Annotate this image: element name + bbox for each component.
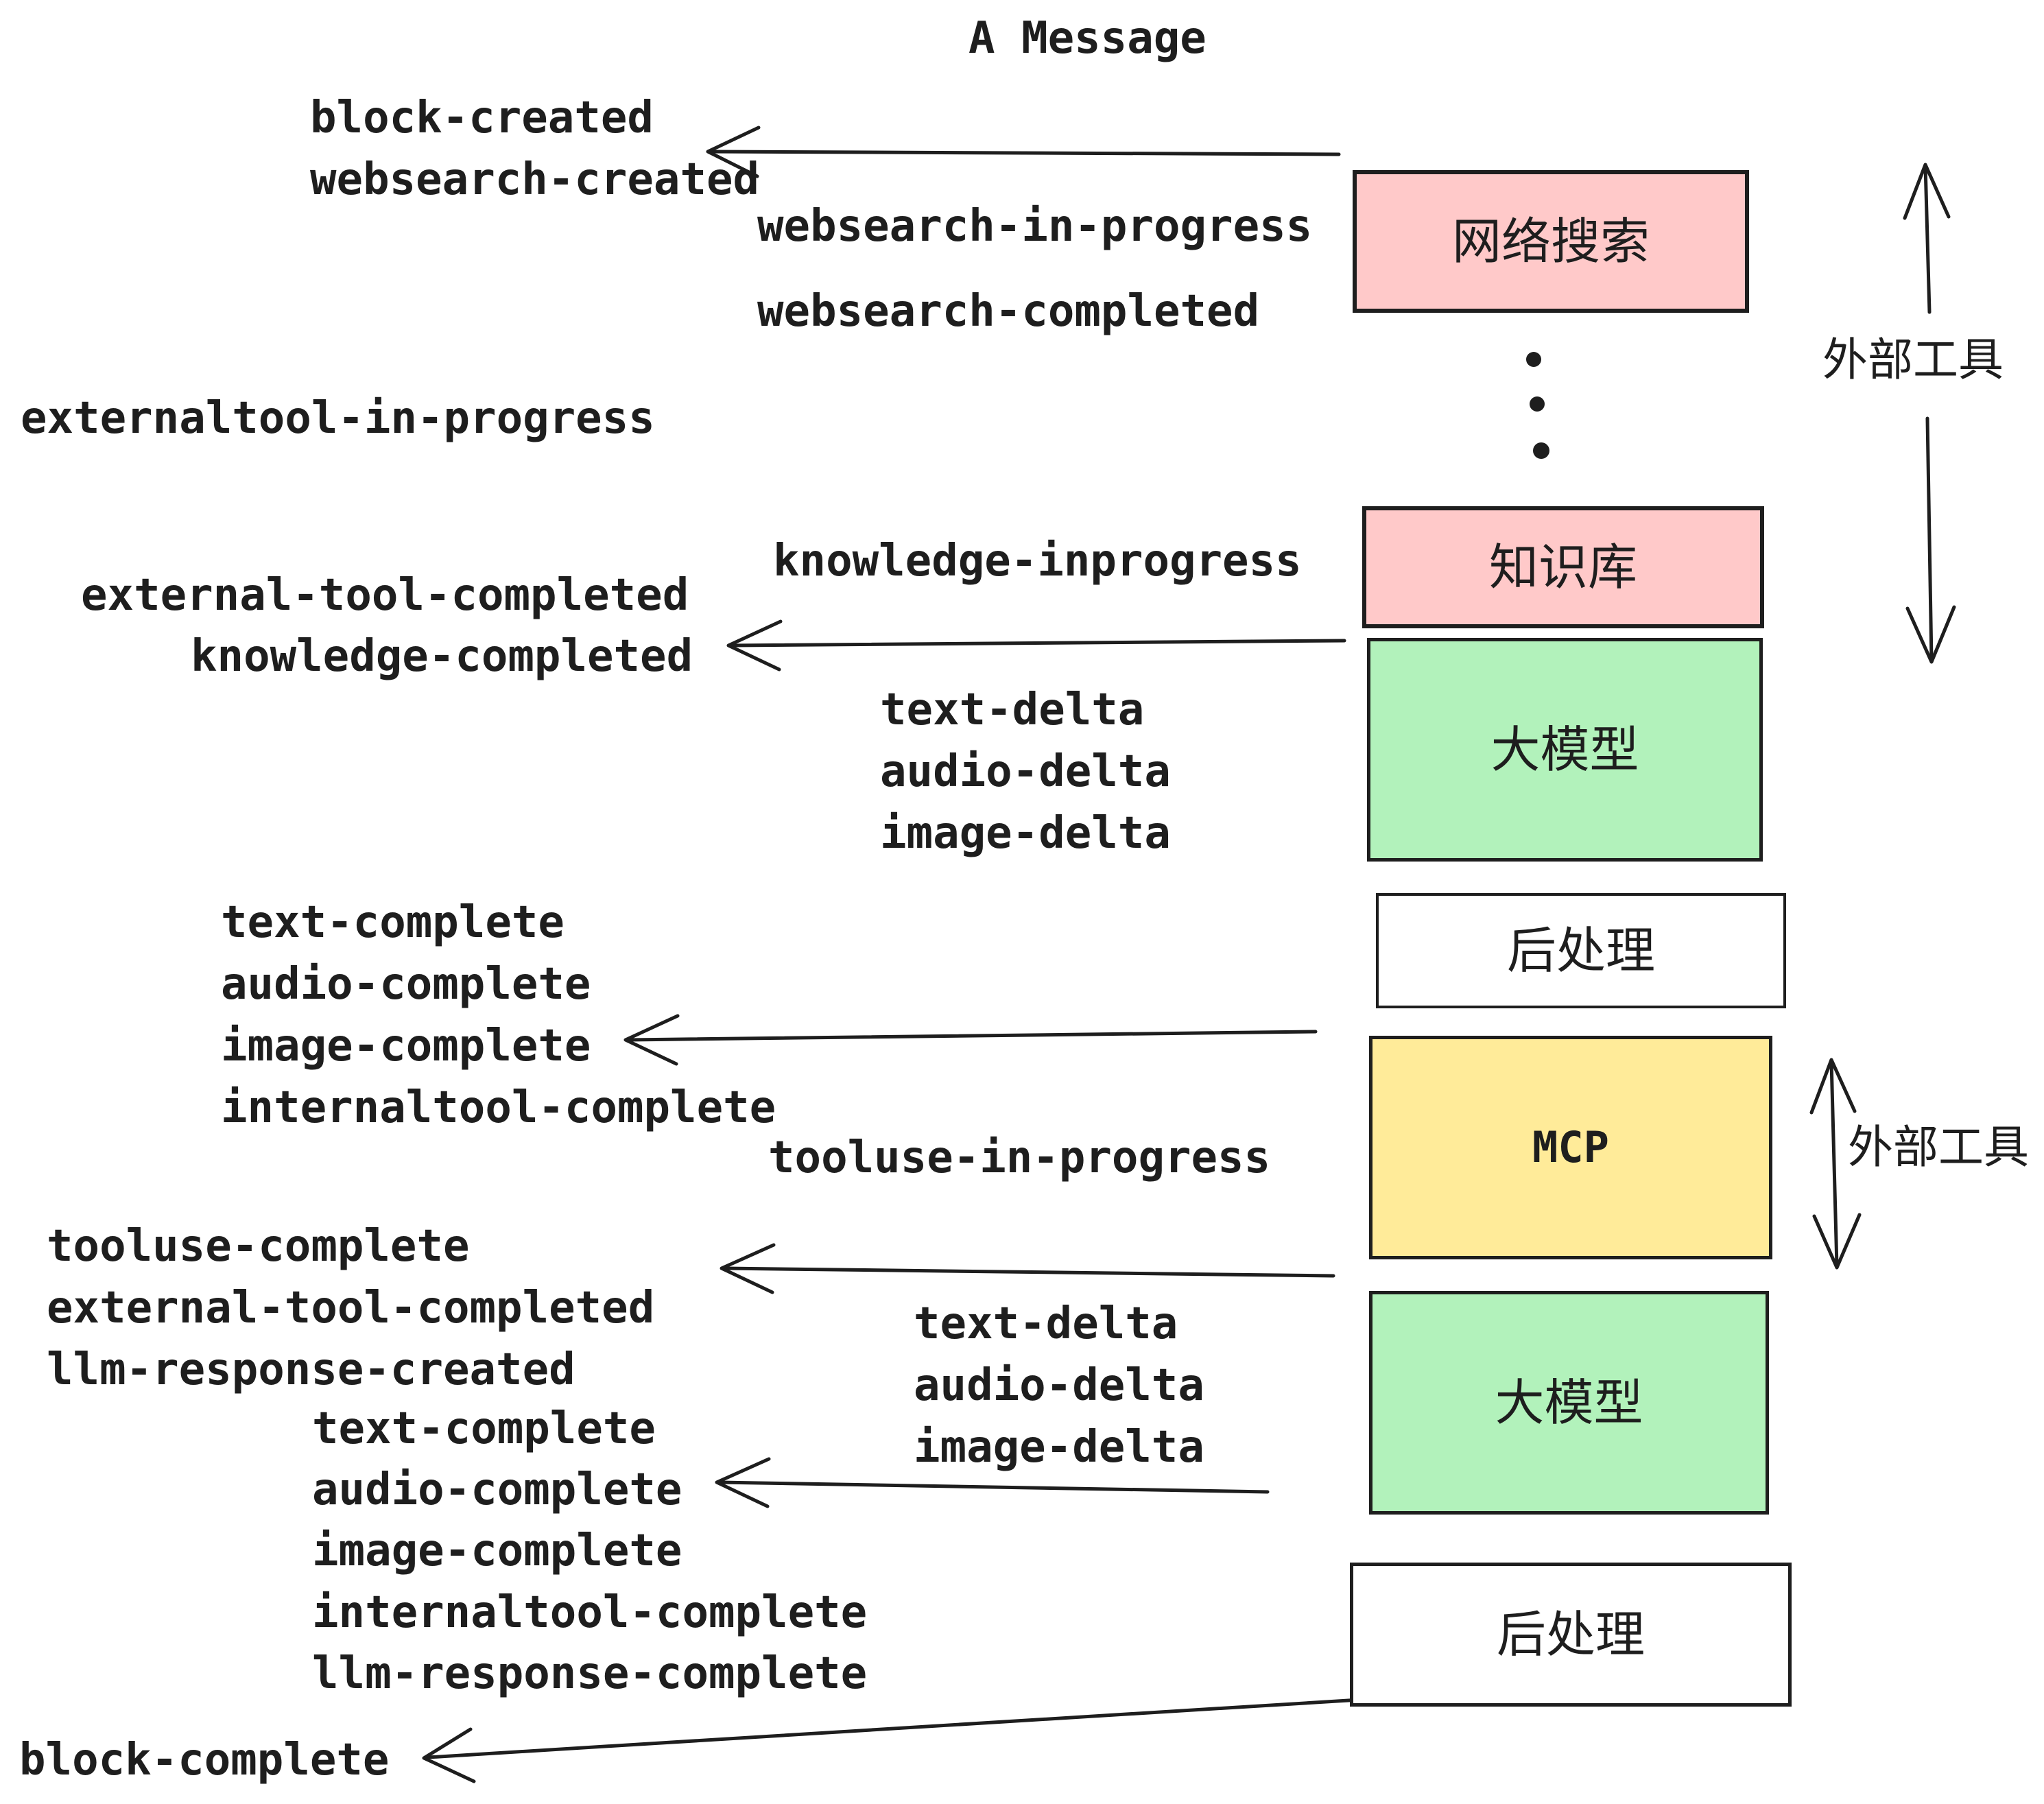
event-label-block-complete: block-complete [19,1735,390,1785]
event-label-image-delta: image-delta [880,808,1171,859]
arrow-to-audio-complete [715,1457,1270,1508]
box-llm-1: 大模型 [1367,638,1763,862]
event-label-text-complete-2: text-complete [312,1403,656,1454]
event-label-text-delta: text-delta [880,685,1145,735]
event-label-websearch-completed: websearch-completed [757,286,1260,337]
arrow-to-image-complete [623,1014,1318,1066]
event-label-llm-response-created: llm-response-created [47,1344,575,1395]
event-label-externaltool-in-progress: externaltool-in-progress [21,393,655,444]
event-label-text-complete: text-complete [221,897,565,948]
event-label-tooluse-in-progress: tooluse-in-progress [768,1132,1271,1183]
ellipsis-dots [1526,352,1549,459]
event-label-block-created: block-created [310,93,654,143]
event-label-audio-complete: audio-complete [221,959,591,1010]
event-label-image-complete-2: image-complete [312,1526,682,1576]
event-label-internaltool-complete-2: internaltool-complete [312,1587,868,1638]
box-websearch: 网络搜索 [1353,170,1749,313]
box-postprocess-2: 后处理 [1350,1563,1792,1707]
event-label-audio-complete-2: audio-complete [312,1464,682,1515]
event-label-knowledge-completed: knowledge-completed [191,631,693,682]
external-tools-span-arrow-top [1903,163,1956,664]
event-label-audio-delta: audio-delta [880,746,1171,797]
diagram-title: A Message [968,13,1207,64]
arrow-to-tooluse-complete [720,1243,1335,1294]
arrow-to-knowledge-completed [726,619,1346,672]
event-label-knowledge-inprogress: knowledge-inprogress [773,536,1302,586]
event-label-image-delta-2: image-delta [914,1422,1204,1473]
arrow-to-block-created [706,126,1341,178]
event-label-audio-delta-2: audio-delta [914,1360,1204,1411]
event-label-websearch-created: websearch-created [310,154,760,205]
arrow-to-block-complete [422,1698,1362,1783]
annotation-external-tools-mcp: 外部工具 [1848,1121,2029,1174]
annotation-external-tools-top: 外部工具 [1822,333,2004,386]
event-label-tooluse-complete: tooluse-complete [47,1221,470,1272]
box-mcp: MCP [1369,1036,1772,1259]
event-label-external-tool-completed: external-tool-completed [81,570,689,621]
event-label-internaltool-complete: internaltool-complete [221,1082,776,1133]
event-label-websearch-in-progress: websearch-in-progress [757,201,1313,252]
event-label-llm-response-complete: llm-response-complete [312,1648,868,1699]
external-tools-span-arrow-mcp [1809,1058,1862,1270]
box-knowledge: 知识库 [1362,506,1764,628]
event-label-image-complete: image-complete [221,1021,591,1071]
box-llm-2: 大模型 [1369,1291,1769,1515]
event-label-external-tool-completed-2: external-tool-completed [47,1283,655,1333]
box-postprocess-1: 后处理 [1376,893,1786,1008]
event-label-text-delta-2: text-delta [914,1298,1178,1349]
